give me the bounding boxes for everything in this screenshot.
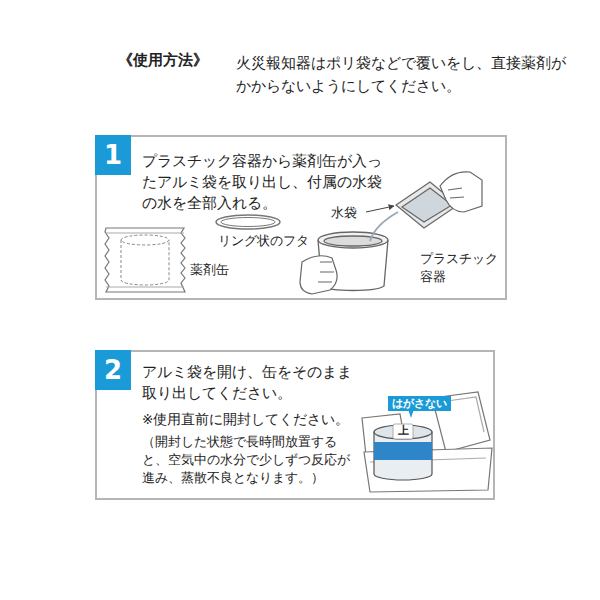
drug-can xyxy=(374,424,432,480)
note-text: （開封した状態で長時間放置すると、空気中の水分で少しずつ反応が進み、蒸散不良とな… xyxy=(142,433,357,487)
hand-left xyxy=(300,256,337,294)
can-outline xyxy=(121,235,169,285)
note-text: ※使用直前に開封してください。 xyxy=(142,410,402,429)
opened-bag xyxy=(362,392,492,492)
leader-arrow xyxy=(366,206,394,212)
aluminum-bag xyxy=(105,228,185,292)
part-label: 上 xyxy=(396,424,410,437)
callout-number: 1 xyxy=(104,140,122,170)
part-label: リング状のフタ xyxy=(218,233,309,249)
step-number: 2 xyxy=(95,350,131,390)
ring-lid xyxy=(216,215,280,229)
title: 《使用方法》 xyxy=(118,51,208,70)
step-panel: アルミ袋を開け、缶をそのまま取り出してください。 ※使用直前に開封してください。 （… xyxy=(95,350,495,500)
warning-tag: はがさない xyxy=(388,396,451,411)
part-label: プラスチック容器 xyxy=(420,250,502,286)
tag-text: はがさない xyxy=(392,397,447,410)
step-text: プラスチック容器から薬剤缶が入ったアルミ袋を取り出し、付属の水袋の水を全部入れる… xyxy=(142,151,394,214)
hand-right xyxy=(440,172,482,212)
part-label: 水袋 xyxy=(331,205,357,221)
step-number: 1 xyxy=(95,135,131,175)
step-text: アルミ袋を開け、缶をそのまま取り出してください。 xyxy=(142,362,356,404)
part-label: 薬剤缶 xyxy=(190,262,229,278)
callout-number: 2 xyxy=(104,355,122,385)
header-note: 火災報知器はポリ袋などで覆いをし、直接薬剤がかからないようにしてください。 xyxy=(236,52,566,98)
